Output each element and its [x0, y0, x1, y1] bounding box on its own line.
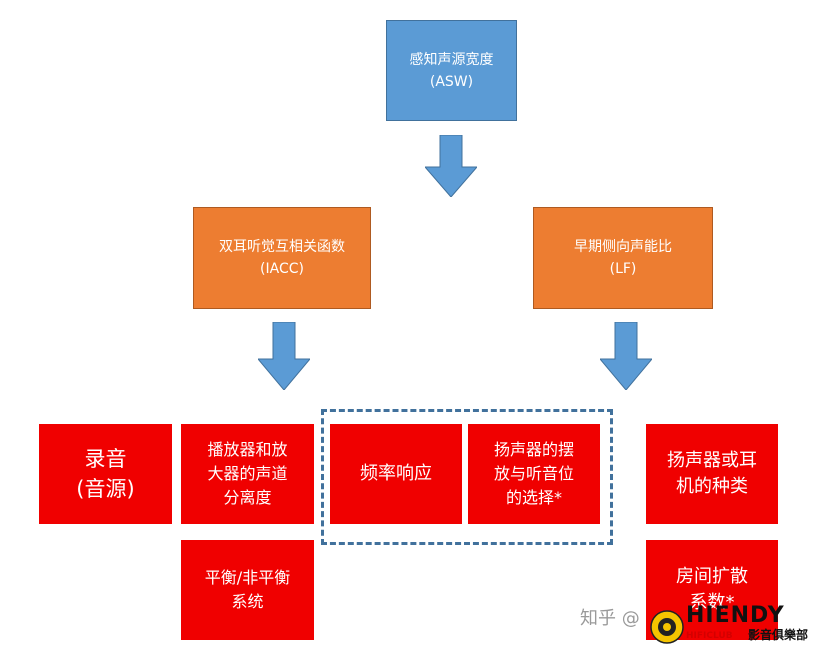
playback-line2: 大器的声道: [207, 464, 288, 483]
speaker-placement-box: 扬声器的摆 放与听音位 的选择*: [468, 424, 600, 524]
placement-line2: 放与听音位: [493, 464, 574, 483]
hiendy-badge-icon: [650, 610, 684, 644]
dashed-group-frame: [321, 409, 613, 545]
arrow-down-icon: [600, 322, 652, 390]
lf-box: 早期侧向声能比 (LF): [533, 207, 713, 309]
recording-sub: (音源): [76, 477, 135, 501]
hiendy-logo: HIENDY HIFICLUB 影音俱樂部: [650, 604, 810, 650]
balanced-line2: 系统: [231, 592, 264, 611]
frequency-response-box: 频率响应: [330, 424, 462, 524]
arrow-down-icon: [258, 322, 310, 390]
playback-line3: 分离度: [223, 488, 272, 507]
speaker-type-box: 扬声器或耳 机的种类: [646, 424, 778, 524]
asw-box: 感知声源宽度 (ASW): [386, 20, 517, 121]
room-line2: 系数*: [689, 592, 735, 613]
iacc-title: 双耳听觉互相关函数: [219, 239, 345, 255]
hificlub-text: HIFICLUB: [686, 631, 733, 641]
zhihu-watermark: 知乎 @: [580, 608, 640, 629]
placement-line1: 扬声器的摆: [493, 440, 574, 459]
speaker-type-line1: 扬声器或耳: [667, 450, 757, 471]
balanced-line1: 平衡/非平衡: [204, 568, 291, 587]
asw-abbr: (ASW): [429, 73, 474, 90]
balanced-system-box: 平衡/非平衡 系统: [181, 540, 314, 640]
playback-line1: 播放器和放: [207, 440, 288, 459]
recording-label: 录音: [84, 447, 127, 471]
placement-line3: 的选择*: [505, 488, 562, 507]
lf-abbr: (LF): [609, 261, 637, 277]
iacc-box: 双耳听觉互相关函数 (IACC): [193, 207, 371, 309]
iacc-abbr: (IACC): [260, 261, 304, 277]
recording-box: 录音 (音源): [39, 424, 172, 524]
club-cn-text: 影音俱樂部: [748, 628, 809, 642]
frequency-label: 频率响应: [360, 463, 432, 484]
arrow-down-icon: [425, 135, 477, 197]
hiendy-wordmark: HIENDY: [686, 603, 785, 628]
room-line1: 房间扩散: [676, 566, 748, 587]
speaker-type-line2: 机的种类: [676, 476, 748, 497]
asw-title: 感知声源宽度: [409, 51, 494, 68]
lf-title: 早期侧向声能比: [574, 239, 672, 255]
playback-separation-box: 播放器和放 大器的声道 分离度: [181, 424, 314, 524]
